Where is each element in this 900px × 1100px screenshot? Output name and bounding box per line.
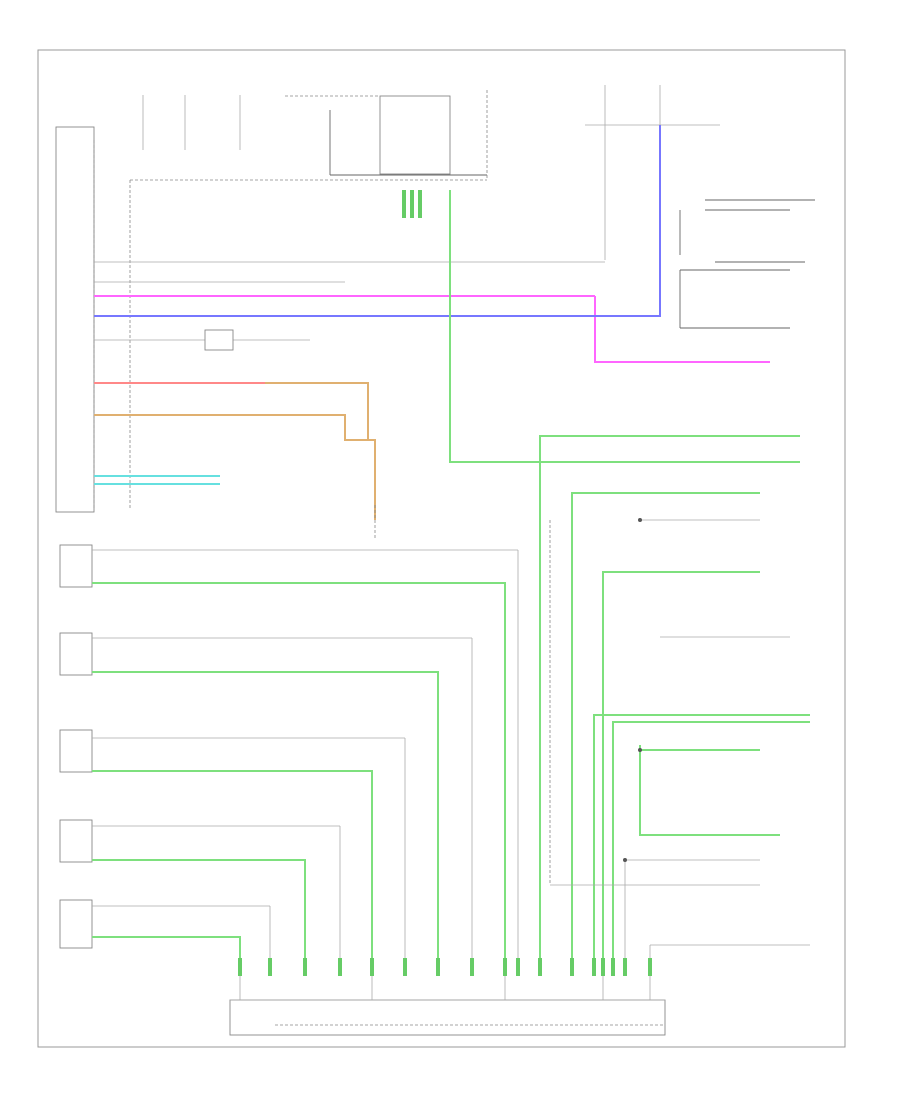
bottom-connector-module: [229, 958, 666, 1036]
green-relay-wire: [449, 190, 810, 960]
signal-wires: [94, 125, 770, 540]
top-fuse-area: [129, 90, 488, 510]
right-switch-boxes: [679, 199, 815, 329]
diagram-frame: [37, 49, 846, 1048]
left-module-connector: [55, 126, 95, 513]
right-lower-switches: [549, 518, 810, 960]
top-right-fuses: [585, 85, 720, 260]
relay-box: [379, 95, 451, 175]
left-switches: [59, 544, 519, 960]
